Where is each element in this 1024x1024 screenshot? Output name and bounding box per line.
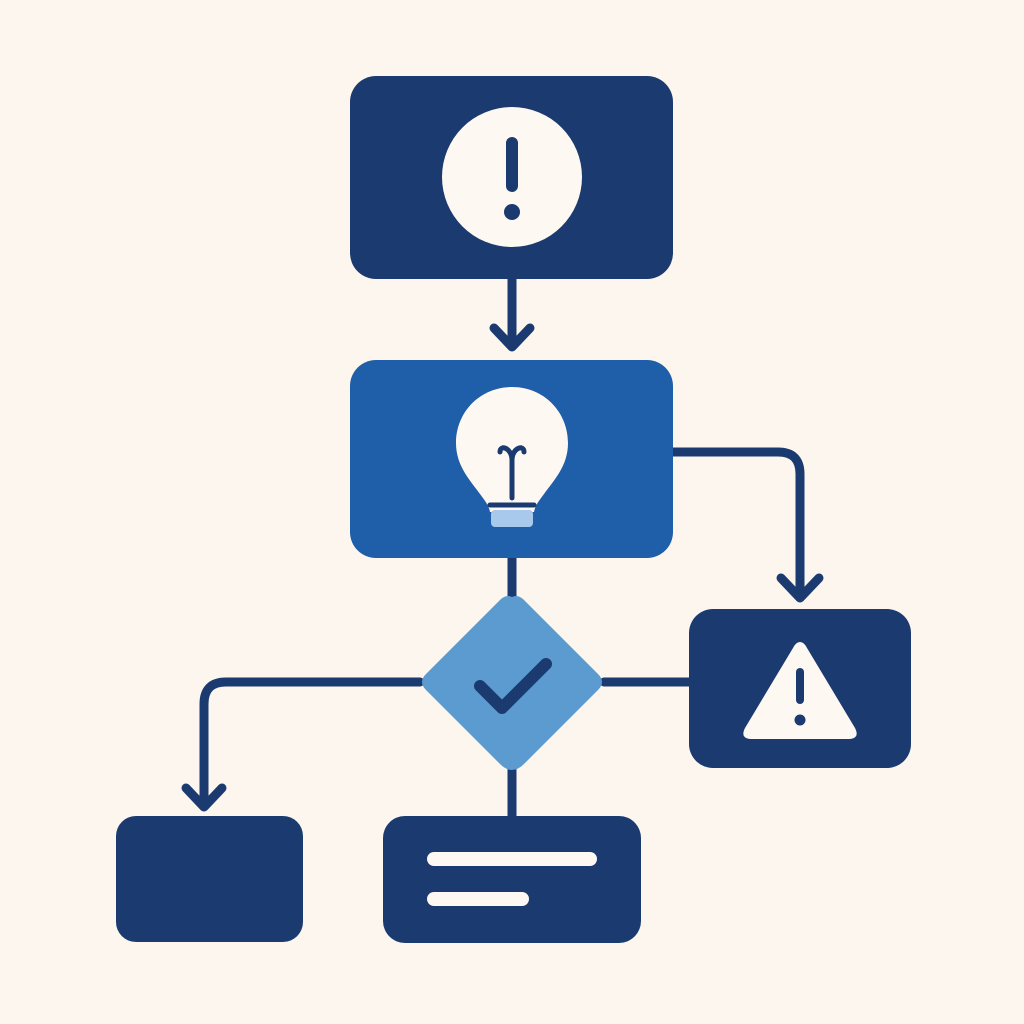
text-box (383, 816, 641, 943)
connector-idea-to-warning (667, 447, 824, 603)
lightbulb-icon (456, 387, 568, 527)
exclamation-circle-icon (442, 107, 582, 247)
connector-decision-to-blank (181, 677, 425, 812)
connector-alert-to-idea (489, 273, 535, 352)
decision-diamond (422, 596, 602, 770)
warning-box (689, 609, 911, 768)
warning-triangle-icon (743, 642, 857, 739)
idea-box (350, 360, 673, 558)
text-lines-icon (427, 852, 597, 906)
blank-box (116, 816, 303, 942)
connectors (181, 273, 824, 823)
alert-box (350, 76, 673, 279)
checkmark-icon (474, 658, 552, 714)
